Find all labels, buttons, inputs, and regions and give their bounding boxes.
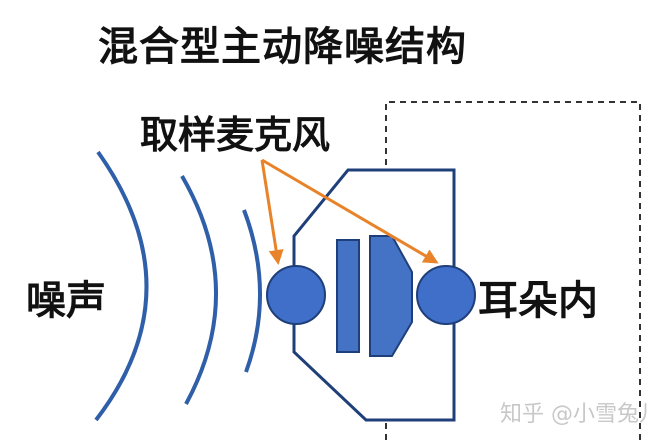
microphone-label: 取样麦克风 xyxy=(140,113,331,157)
noise-label: 噪声 xyxy=(26,278,106,324)
feedback-microphone xyxy=(416,265,476,325)
sound-wave-middle xyxy=(180,174,218,405)
feedforward-microphone xyxy=(266,265,326,325)
arrow-to-inner-mic xyxy=(261,158,439,264)
watermark: 知乎 @小雪兔儿 xyxy=(500,402,650,427)
sound-wave-inner xyxy=(242,209,262,373)
diagram-title: 混合型主动降噪结构 xyxy=(98,24,467,70)
speaker-magnet xyxy=(336,239,360,353)
sound-wave-outer xyxy=(94,150,149,422)
in-ear-label: 耳朵内 xyxy=(478,278,598,324)
arrow-to-outer-mic xyxy=(260,159,284,265)
